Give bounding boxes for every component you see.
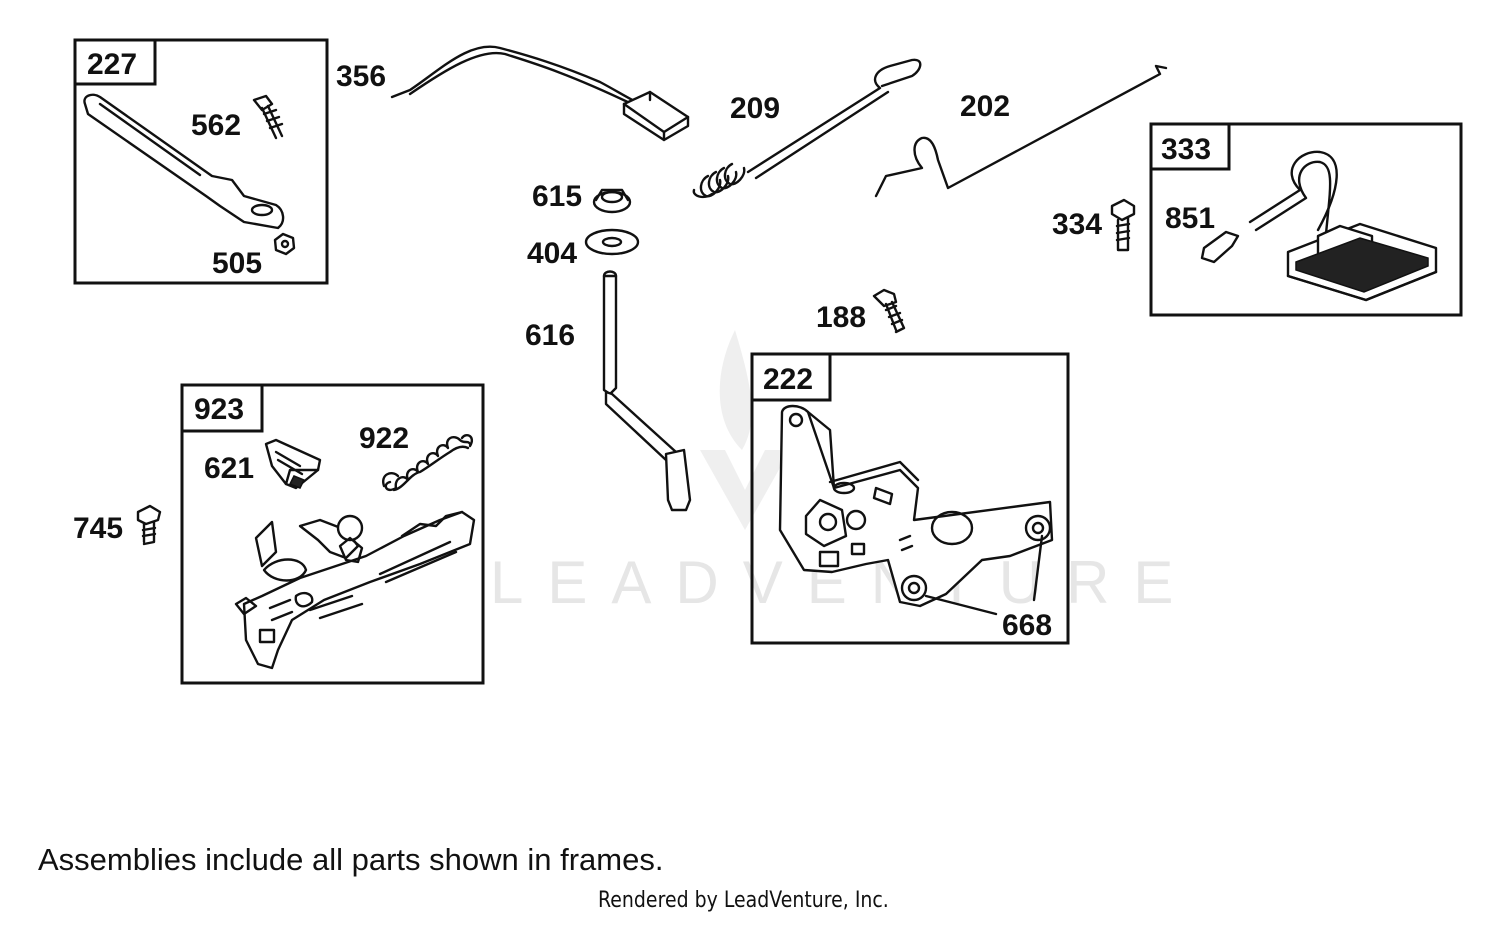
- control-bracket-part: [778, 404, 1054, 608]
- governor-spring-part: [692, 58, 922, 199]
- screw-188-part: [872, 288, 906, 334]
- watermark: LEADVENTURE: [490, 330, 1173, 616]
- spring-922-part: [382, 434, 474, 492]
- ground-wire-part: [390, 45, 690, 142]
- screw-745-part: [136, 504, 162, 546]
- frame-923-tag: [180, 383, 264, 433]
- callout-356: 356: [336, 60, 386, 93]
- callout-333: 333: [1161, 133, 1211, 166]
- assemblies-note: Assemblies include all parts shown in fr…: [38, 842, 664, 877]
- rendered-by-credit: Rendered by LeadVenture, Inc.: [598, 888, 889, 913]
- callout-404: 404: [527, 237, 577, 270]
- callout-334: 334: [1052, 208, 1102, 241]
- governor-control-plate-part: [234, 510, 476, 670]
- clip-621-part: [264, 438, 322, 490]
- clip-851-part: [1200, 230, 1240, 264]
- callout-222: 222: [763, 363, 813, 396]
- bushing-615-part: [592, 188, 632, 214]
- frame-333-tag: [1149, 122, 1231, 171]
- washer-404-part: [584, 228, 640, 256]
- callout-668: 668: [1002, 609, 1052, 642]
- frame-923: 923 621 922: [180, 383, 485, 685]
- callout-616: 616: [525, 319, 575, 352]
- callout-615: 615: [532, 180, 582, 213]
- governor-link-part: [874, 64, 1168, 198]
- callout-505: 505: [212, 247, 262, 280]
- callout-562: 562: [191, 109, 241, 142]
- armature-part: [1248, 150, 1438, 302]
- frame-227: 227 562 505: [73, 38, 329, 285]
- bolt-334-part: [1110, 198, 1136, 252]
- callout-188: 188: [816, 301, 866, 334]
- governor-shaft-616-part: [602, 270, 692, 512]
- callout-851: 851: [1165, 202, 1215, 235]
- bolt-562-part: [252, 94, 284, 140]
- callout-745: 745: [73, 512, 123, 545]
- nut-505-part: [273, 232, 296, 256]
- callout-209: 209: [730, 92, 780, 125]
- callout-227: 227: [87, 48, 137, 81]
- callout-621: 621: [204, 452, 254, 485]
- callout-202: 202: [960, 90, 1010, 123]
- callout-922: 922: [359, 422, 409, 455]
- frame-222: 222 668: [750, 352, 1070, 645]
- frame-222-tag: [750, 352, 832, 402]
- callout-923: 923: [194, 393, 244, 426]
- frame-227-tag: [73, 38, 157, 86]
- frame-333: 333 851: [1149, 122, 1463, 317]
